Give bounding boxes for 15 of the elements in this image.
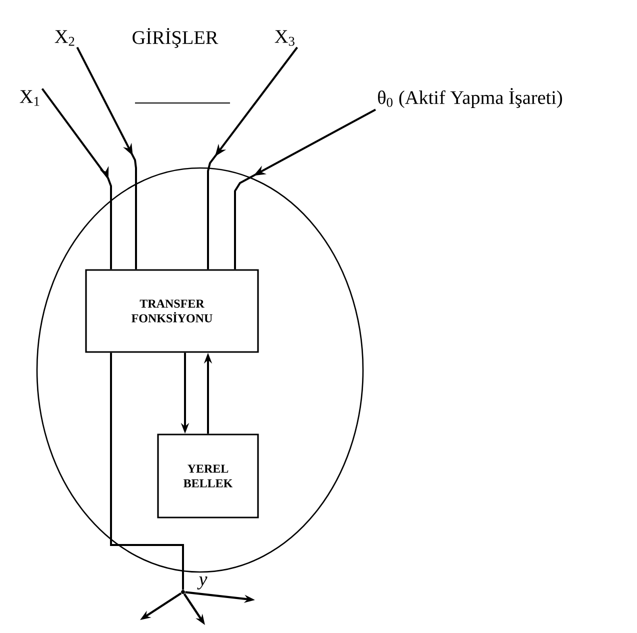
input-arrow: [207, 46, 298, 270]
junction-point: [181, 590, 185, 594]
neuron-ellipse: [36, 167, 364, 573]
heading-label: GİRİŞLER: [132, 28, 218, 48]
input-label: X$_{2}$: [54, 30, 74, 46]
input-arrow: [234, 108, 376, 270]
output-line: [110, 352, 184, 590]
input-label: X$_{3}$: [274, 30, 294, 46]
input-label: X$_{1}$: [20, 90, 40, 106]
input-label: θ$_{0}$ (Aktif Yapma İşareti): [378, 88, 562, 108]
output-label: y: [197, 575, 209, 591]
input-arrow: [76, 46, 137, 270]
process-box: YEREL BELLEK: [157, 434, 259, 518]
input-arrow: [41, 88, 112, 270]
process-box: TRANSFER FONKSİYONU: [85, 269, 259, 353]
